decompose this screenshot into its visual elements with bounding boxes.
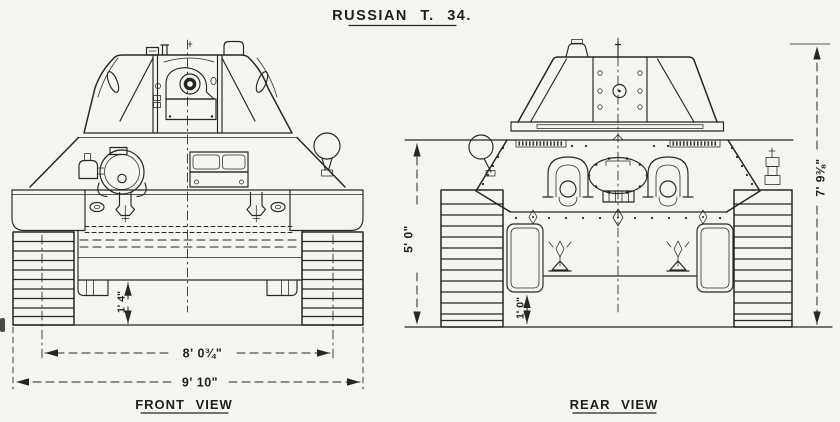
rear-ground-clearance-dim: 1' 0" xyxy=(515,297,527,319)
front-turret xyxy=(78,40,298,138)
rear-antenna xyxy=(614,40,622,58)
rear-bracket-right xyxy=(764,147,781,185)
rear-exhaust-left xyxy=(542,156,594,207)
rear-rivets xyxy=(481,144,754,220)
rear-hull-height-dim: 5' 0" xyxy=(402,225,416,253)
front-track-centres-dim: 8' 0¾" xyxy=(183,347,223,361)
front-view-label-text: FRONT VIEW xyxy=(135,397,233,412)
rear-tracks xyxy=(440,189,793,328)
front-hull xyxy=(11,132,364,297)
rear-turret xyxy=(510,39,725,132)
scan-smudge xyxy=(0,318,5,332)
rear-exhaust-right xyxy=(642,156,694,207)
front-view-drawing: 1' 4" 8' 0¾" 9' 10" FRONT VIEW xyxy=(11,39,364,414)
rear-headlight xyxy=(468,134,494,160)
rear-transmission-hatch xyxy=(587,156,649,203)
rear-view-drawing: 5' 0" 7' 9⅜" 1' 0" REAR VIEW xyxy=(402,37,833,414)
front-siren xyxy=(78,159,99,180)
front-ground-clearance-dim: 1' 4" xyxy=(116,291,128,313)
front-overall-width-dim: 9' 10" xyxy=(182,376,218,390)
rear-jack-left xyxy=(548,240,572,272)
front-tracks xyxy=(12,231,364,326)
rear-final-drive-right xyxy=(696,223,734,293)
front-view-label: FRONT VIEW xyxy=(135,397,233,414)
front-headlight xyxy=(313,132,341,160)
drawing-title: RUSSIAN T. 34. xyxy=(332,8,472,27)
rear-view-label-text: REAR VIEW xyxy=(570,397,659,412)
rear-view-label: REAR VIEW xyxy=(570,397,659,414)
rear-dimensions: 5' 0" 7' 9⅜" 1' 0" xyxy=(402,43,831,325)
rear-hull xyxy=(404,134,794,293)
rear-turret-vent-dome xyxy=(565,42,589,58)
rear-overall-height-dim: 7' 9⅜" xyxy=(814,158,828,196)
rear-final-drive-left xyxy=(506,223,544,293)
title-text: RUSSIAN T. 34. xyxy=(332,8,472,24)
front-dimensions: 1' 4" 8' 0¾" 9' 10" xyxy=(12,234,364,390)
rear-jack-right xyxy=(666,240,690,272)
